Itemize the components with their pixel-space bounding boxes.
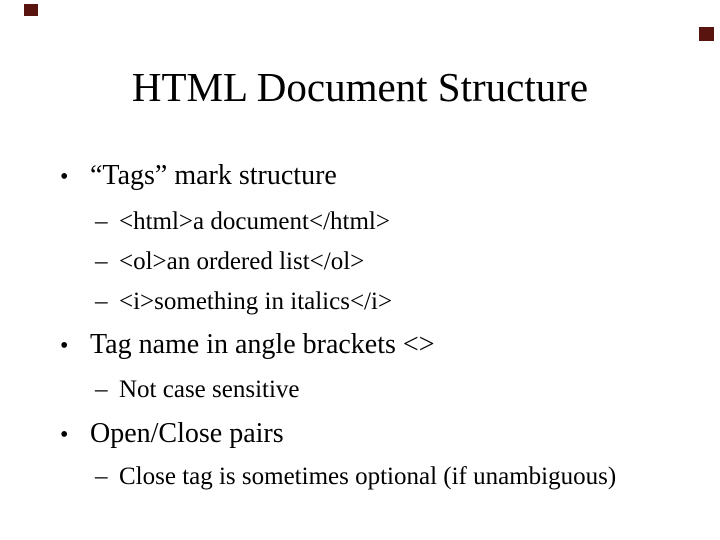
sub-bullet-text: <html>a document</html> xyxy=(119,208,390,235)
bullet-icon: • xyxy=(60,333,69,359)
sub-bullet-text: Not case sensitive xyxy=(119,376,300,403)
dash-icon: – xyxy=(95,463,108,490)
sub-bullet-text: <ol>an ordered list</ol> xyxy=(119,248,365,275)
bullet-item: • Tag name in angle brackets <> xyxy=(60,329,435,361)
bullet-text: “Tags” mark structure xyxy=(90,160,337,191)
bullet-text: Tag name in angle brackets <> xyxy=(90,329,435,360)
dash-icon: – xyxy=(95,248,108,275)
corner-marker-top-left xyxy=(24,4,38,16)
bullet-item: • “Tags” mark structure xyxy=(60,160,337,192)
sub-bullet-text: <i>something in italics</i> xyxy=(119,288,393,315)
sub-bullet-item: – <ol>an ordered list</ol> xyxy=(95,248,364,277)
sub-bullet-text: Close tag is sometimes optional (if unam… xyxy=(119,463,617,490)
sub-bullet-item: – Not case sensitive xyxy=(95,376,300,405)
sub-bullet-item: – <i>something in italics</i> xyxy=(95,288,392,317)
corner-marker-top-right xyxy=(699,27,714,41)
bullet-icon: • xyxy=(60,422,69,448)
dash-icon: – xyxy=(95,376,108,403)
slide-title: HTML Document Structure xyxy=(131,64,589,110)
bullet-text: Open/Close pairs xyxy=(90,418,284,449)
bullet-item: • Open/Close pairs xyxy=(60,418,284,450)
dash-icon: – xyxy=(95,208,108,235)
sub-bullet-item: – <html>a document</html> xyxy=(95,208,390,237)
dash-icon: – xyxy=(95,288,108,315)
sub-bullet-item: – Close tag is sometimes optional (if un… xyxy=(95,463,616,492)
bullet-icon: • xyxy=(60,164,69,190)
